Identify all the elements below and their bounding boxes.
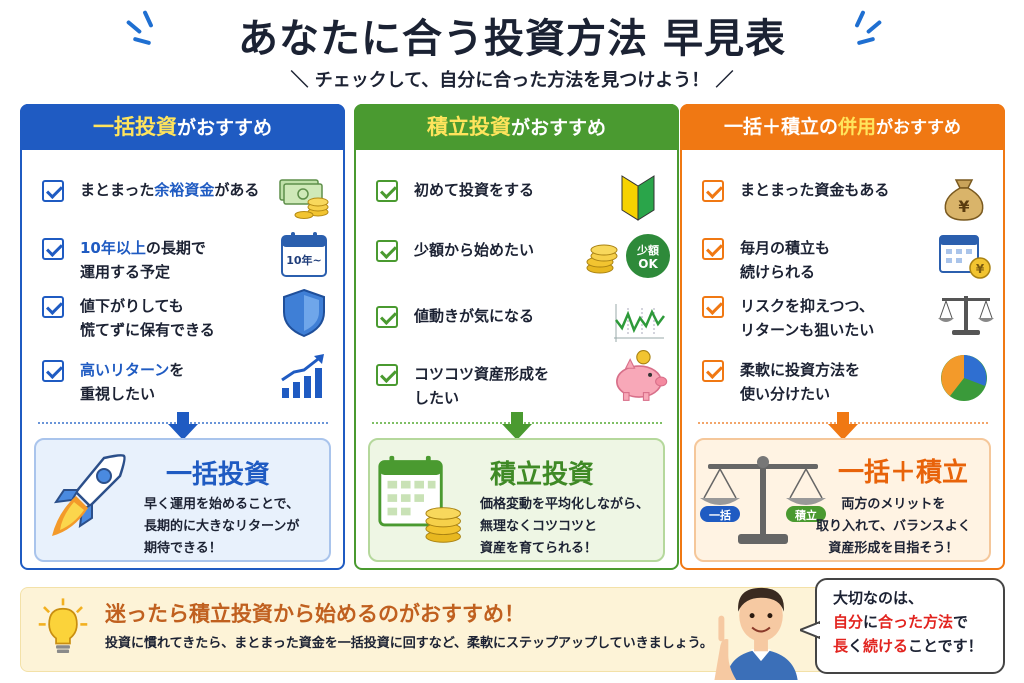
- column-lump-sum: 一括投資がおすすめ まとまった余裕資金がある 10年以上の長期で運用する予定 1…: [20, 104, 345, 570]
- checklist-item: 毎月の積立も続けられる ¥: [702, 234, 992, 292]
- checkbox-checked: [702, 238, 724, 260]
- result-lump-sum: 一括投資 早く運用を始めることで、 長期的に大きなリターンが 期待できる！: [34, 438, 331, 562]
- scale-lump-reserve-icon: 一括 積立: [698, 454, 828, 554]
- checklist-item: リスクを抑えつつ、リターンも狙いたい: [702, 292, 994, 350]
- result-title: 一括＋積立: [838, 458, 969, 488]
- lightbulb-icon: [38, 598, 88, 653]
- down-arrow-icon: [828, 412, 858, 440]
- beginner-mark-icon: [621, 175, 655, 221]
- piggy-bank-icon: [616, 349, 668, 401]
- checklist-item: 少額から始めたい 少額 OK: [376, 234, 670, 294]
- checkbox-checked: [702, 296, 724, 318]
- checkbox-checked: [42, 360, 64, 382]
- money-stack-icon: [279, 179, 329, 219]
- column-reserve-header: 積立投資がおすすめ: [354, 104, 679, 150]
- rising-chart-icon: [281, 354, 324, 398]
- price-wave-icon: [614, 304, 665, 342]
- yen-bag-icon: ¥: [944, 179, 984, 221]
- checklist-item: まとまった資金もある ¥: [702, 176, 992, 234]
- result-combined: 一括 積立 一括＋積立 両方のメリットを 取り入れて、バランスよく 資産形成を目…: [694, 438, 991, 562]
- checkbox-checked: [702, 360, 724, 382]
- bottom-tip-text: 投資に慣れてきたら、まとまった資金を一括投資に回すなど、柔軟にステップアップして…: [105, 636, 713, 651]
- checkbox-checked: [376, 240, 398, 262]
- pie-chart-icon: [941, 355, 987, 401]
- column-combined-header: 一括＋積立の併用がおすすめ: [680, 104, 1005, 150]
- down-arrow-icon: [168, 412, 198, 440]
- rocket-icon: [52, 454, 126, 536]
- column-combined: 一括＋積立の併用がおすすめ まとまった資金もある ¥ 毎月の積立も続けられる ¥…: [680, 104, 1005, 570]
- small-ok-badge: 少額: [637, 244, 659, 257]
- calendar-10-years-icon: 10年~: [276, 230, 332, 280]
- subtitle: ＼ チェックして、自分に合った方法を見つけよう！ ／: [290, 70, 734, 91]
- checkbox-checked: [702, 180, 724, 202]
- result-description: 両方のメリットを 取り入れて、バランスよく 資産形成を目指そう！: [816, 497, 971, 556]
- speech-bubble-tail: [800, 620, 820, 640]
- down-arrow-icon: [502, 412, 532, 440]
- checklist-item: 10年以上の長期で運用する予定 10年~: [42, 232, 332, 292]
- result-title: 積立投資: [490, 460, 595, 490]
- checklist-item: 値下がりしても慌てずに保有できる: [42, 288, 332, 350]
- checkbox-checked: [42, 238, 64, 260]
- page-title: あなたに合う投資方法 早見表: [238, 16, 786, 62]
- checkbox-checked: [376, 364, 398, 386]
- checklist-item: 柔軟に投資方法を使い分けたい: [702, 355, 992, 414]
- speech-bubble: 大切なのは、 自分に合った方法で 長く続けることです！: [815, 578, 1005, 674]
- scale-label-reserve: 積立: [795, 509, 817, 522]
- column-lump-sum-header: 一括投資がおすすめ: [20, 104, 345, 150]
- checkbox-checked: [376, 180, 398, 202]
- checklist-item: まとまった余裕資金がある: [42, 176, 332, 234]
- checklist-item: コツコツ資産形成をしたい: [376, 349, 668, 418]
- checklist-item: 高いリターンを重視したい: [42, 354, 332, 414]
- shield-icon: [283, 288, 325, 338]
- result-description: 価格変動を平均化しながら、 無理なくコツコツと 資産を育てられる！: [480, 497, 650, 556]
- checklist-item: 初めて投資をする: [376, 175, 666, 234]
- calendar-yen-icon: ¥: [939, 235, 991, 279]
- column-reserve: 積立投資がおすすめ 初めて投資をする 少額から始めたい 少額 OK 値動きが気に…: [354, 104, 679, 570]
- calendar-coins-icon: [378, 455, 461, 543]
- balance-scale-icon: [938, 296, 994, 335]
- bottom-tip-heading: 迷ったら積立投資から始めるのがおすすめ！: [105, 602, 525, 626]
- result-description: 早く運用を始めることで、 長期的に大きなリターンが 期待できる！: [144, 497, 300, 556]
- result-reserve: 積立投資 価格変動を平均化しながら、 無理なくコツコツと 資産を育てられる！: [368, 438, 665, 562]
- result-title: 一括投資: [166, 460, 271, 490]
- svg-text:¥: ¥: [958, 197, 969, 216]
- svg-text:¥: ¥: [976, 262, 985, 276]
- scale-label-lump: 一括: [709, 509, 731, 522]
- checkbox-checked: [42, 180, 64, 202]
- checkbox-checked: [376, 306, 398, 328]
- pointing-man-illustration: [714, 587, 798, 680]
- checkbox-checked: [42, 296, 64, 318]
- coins-icon: 少額 OK: [578, 226, 674, 286]
- checklist-item: 値動きが気になる: [376, 302, 666, 360]
